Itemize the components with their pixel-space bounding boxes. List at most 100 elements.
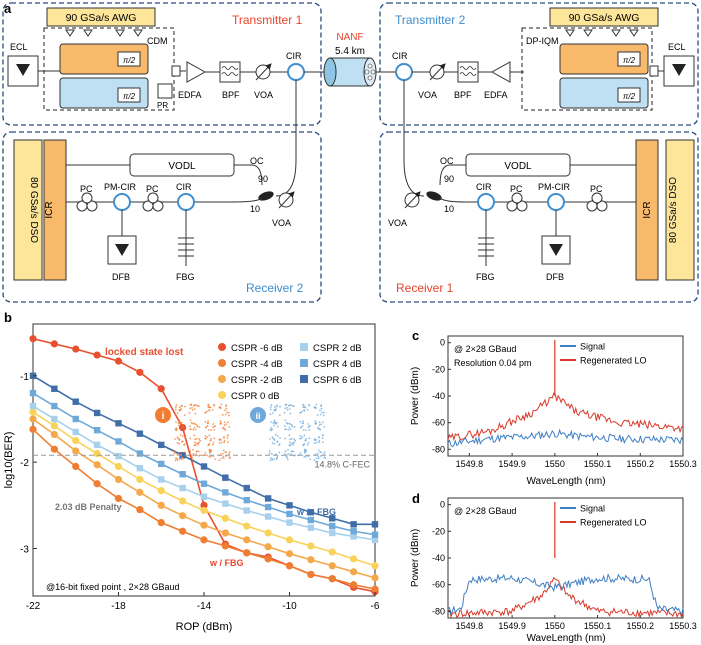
awg-box-1 (46, 7, 156, 27)
constellation-point (180, 458, 183, 460)
vodl-label-2: VODL (168, 161, 196, 172)
constellation-point (273, 442, 276, 445)
pbs-2 (649, 65, 659, 77)
constellation-point (206, 454, 209, 457)
pi2-bottom-1-label: π/2 (123, 92, 136, 101)
constellation-point (278, 414, 281, 417)
legend-label: Signal (580, 342, 605, 352)
constellation-point (271, 436, 274, 439)
bpf-label-1: BPF (222, 90, 240, 100)
constellation-point (220, 441, 223, 444)
constellation-point (196, 425, 199, 428)
dpiqm-label: DP-IQM (526, 36, 559, 46)
plot-c-resolution: Resolution 0.04 pm (454, 358, 532, 368)
legend-label: CSPR 2 dB (313, 343, 362, 354)
data-point (72, 428, 79, 436)
constellation-point (275, 423, 278, 425)
constellation-point (270, 427, 273, 429)
constellation-point (284, 450, 287, 453)
constellation-point (301, 425, 304, 427)
spectrum-regenerated-lo (447, 576, 684, 619)
constellation-point (195, 424, 198, 426)
constellation-point (287, 428, 290, 431)
constellation-point (227, 441, 229, 444)
constellation-point (284, 437, 286, 440)
constellation-point (210, 455, 212, 458)
data-point (29, 408, 37, 416)
vodl-label-1: VODL (504, 161, 532, 172)
constellation-point (196, 450, 198, 453)
constellation-point (175, 421, 177, 423)
constellation-point (193, 404, 195, 407)
wo-fbg-annotation: w /o FBG (296, 507, 336, 517)
plot-b-xlabel: ROP (dBm) (176, 621, 233, 633)
constellation-point (278, 443, 281, 445)
constellation-point (306, 443, 309, 446)
constellation-point (291, 425, 294, 428)
constellation-point (271, 412, 274, 414)
laser-diode-icon-1 (16, 64, 30, 76)
voa-label-4: VOA (388, 218, 407, 228)
constellation-point (207, 406, 210, 408)
constellation-point (306, 409, 309, 411)
constellation-point (188, 425, 191, 428)
constellation-point (293, 438, 296, 440)
data-point (285, 550, 294, 558)
constellation-point (223, 421, 226, 424)
constellation-point (177, 437, 179, 440)
constellation-point (210, 449, 213, 452)
legend-marker (300, 343, 308, 351)
y-tick-label: -60 (432, 580, 445, 590)
constellation-point (269, 428, 272, 431)
constellation-point (197, 405, 200, 407)
constellation-point (269, 406, 272, 409)
data-point (179, 452, 186, 459)
constellation-point (319, 409, 321, 412)
x-tick-label: 1550.1 (584, 621, 612, 631)
legend-marker (218, 391, 226, 399)
data-point (286, 519, 293, 526)
data-point (136, 450, 144, 457)
constellation-point (268, 452, 271, 455)
constellation-point (287, 453, 290, 455)
constellation-point (286, 408, 289, 411)
data-point (136, 488, 144, 496)
constellation-point (208, 448, 211, 451)
legend-label: Signal (580, 504, 605, 514)
constellation-point (299, 435, 302, 437)
data-point (328, 575, 336, 583)
constellation-point (222, 436, 225, 439)
constellation-point (274, 408, 277, 411)
legend-marker (300, 359, 308, 367)
constellation-point (271, 442, 274, 444)
constellation-point (206, 436, 209, 439)
constellation-point (214, 458, 216, 461)
ecl-label-2: ECL (668, 42, 686, 52)
data-point (285, 536, 294, 544)
constellation-point (284, 428, 287, 431)
constellation-point (212, 426, 215, 429)
constellation-point (315, 441, 318, 444)
constellation-point (211, 409, 214, 411)
constellation-point (303, 455, 306, 458)
data-point (328, 562, 336, 570)
data-point (115, 452, 122, 460)
constellation-point (184, 437, 186, 439)
constellation-point (218, 439, 221, 441)
legend-label: CSPR 0 dB (231, 391, 280, 402)
data-point (93, 449, 101, 458)
dso-box-1 (665, 139, 695, 281)
constellation-point (292, 443, 295, 446)
data-point (136, 506, 144, 514)
constellation-point (288, 408, 291, 410)
constellation-point (320, 407, 323, 410)
constellation-point (223, 428, 226, 430)
x-tick-label: -22 (26, 601, 41, 612)
bpf-icon-1 (219, 61, 241, 83)
constellation-point (226, 411, 228, 414)
constellation-point (189, 407, 192, 410)
receiver2-title: Receiver 2 (246, 281, 304, 295)
constellation-point (204, 451, 207, 454)
